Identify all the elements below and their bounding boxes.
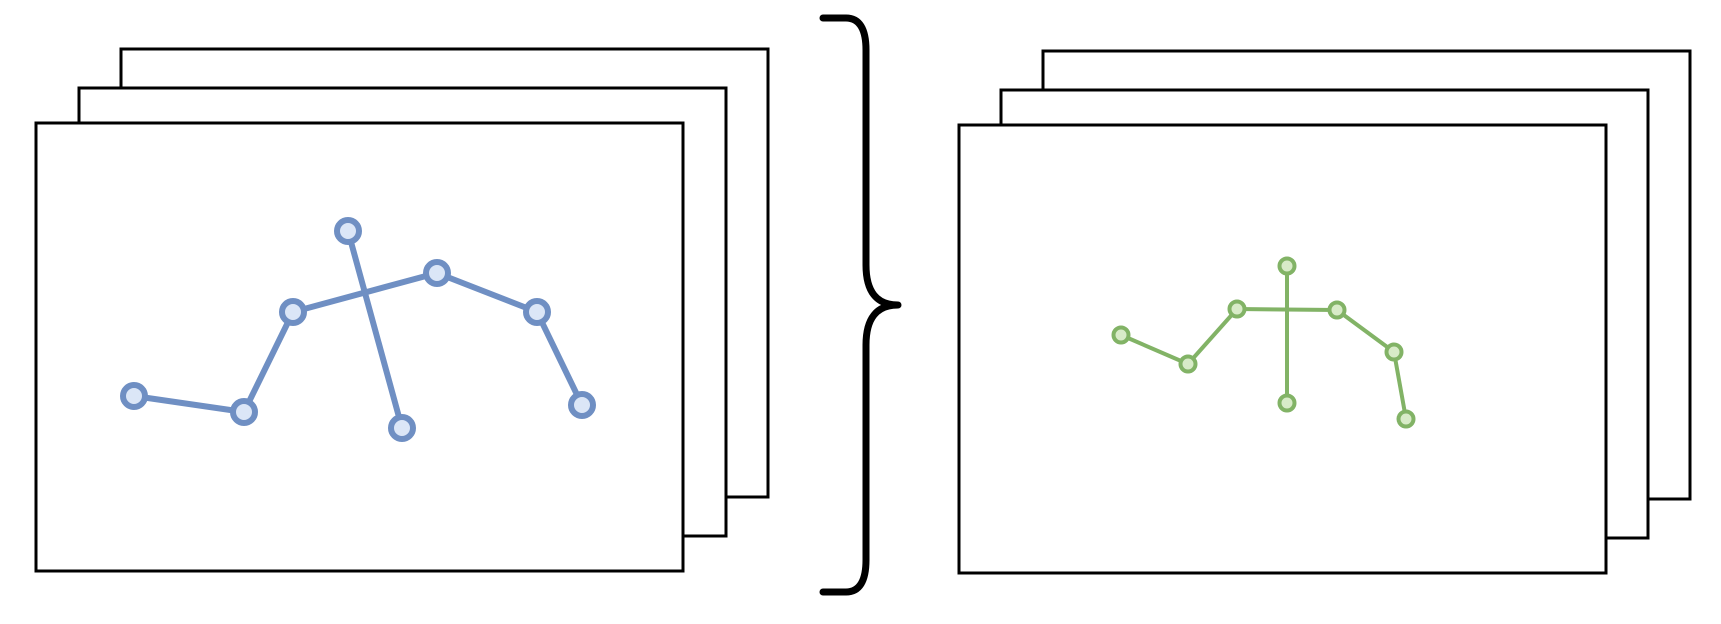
curly-brace-connector — [819, 14, 902, 596]
left-joint-pelvis — [388, 414, 416, 442]
left-bone-head-to-pelvis — [345, 228, 405, 431]
right-bone-left-shoulder-to-right-shoulder — [1235, 307, 1339, 312]
left-bone-left-shoulder-to-left-elbow — [241, 309, 296, 415]
left-joint-right-elbow — [523, 298, 551, 326]
left-bone-right-shoulder-to-right-elbow — [434, 270, 540, 315]
left-joint-head — [334, 217, 362, 245]
right-bone-right-shoulder-to-right-elbow — [1335, 308, 1396, 354]
right-frame-front — [957, 123, 1608, 575]
right-joint-left-wrist — [1111, 325, 1131, 345]
left-skeleton-joints — [120, 217, 596, 442]
left-joint-right-shoulder — [423, 259, 451, 287]
left-frame-front — [34, 121, 685, 573]
right-joint-right-elbow — [1384, 342, 1404, 362]
right-joint-left-elbow — [1178, 354, 1198, 374]
right-joint-head — [1277, 256, 1297, 276]
left-bone-left-shoulder-to-right-shoulder — [290, 270, 440, 315]
left-joint-left-wrist — [120, 382, 148, 410]
right-skeleton — [1111, 256, 1416, 429]
left-skeleton-bones — [131, 228, 585, 431]
left-skeleton — [120, 217, 596, 442]
left-joint-left-elbow — [230, 398, 258, 426]
right-frame-stack — [957, 49, 1692, 575]
right-bone-left-elbow-to-left-wrist — [1119, 333, 1190, 366]
left-joint-left-shoulder — [279, 298, 307, 326]
right-joint-right-shoulder — [1327, 300, 1347, 320]
right-bone-left-shoulder-to-left-elbow — [1186, 307, 1239, 366]
right-joint-left-shoulder — [1227, 299, 1247, 319]
left-frame-stack — [34, 47, 770, 573]
right-joint-pelvis — [1277, 393, 1297, 413]
right-joint-right-wrist — [1396, 409, 1416, 429]
left-bone-left-elbow-to-left-wrist — [131, 393, 247, 415]
right-bone-right-elbow-to-right-wrist — [1392, 350, 1408, 421]
right-skeleton-joints — [1111, 256, 1416, 429]
left-bone-right-elbow-to-right-wrist — [534, 309, 585, 408]
left-joint-right-wrist — [568, 391, 596, 419]
right-skeleton-bones — [1119, 264, 1408, 421]
